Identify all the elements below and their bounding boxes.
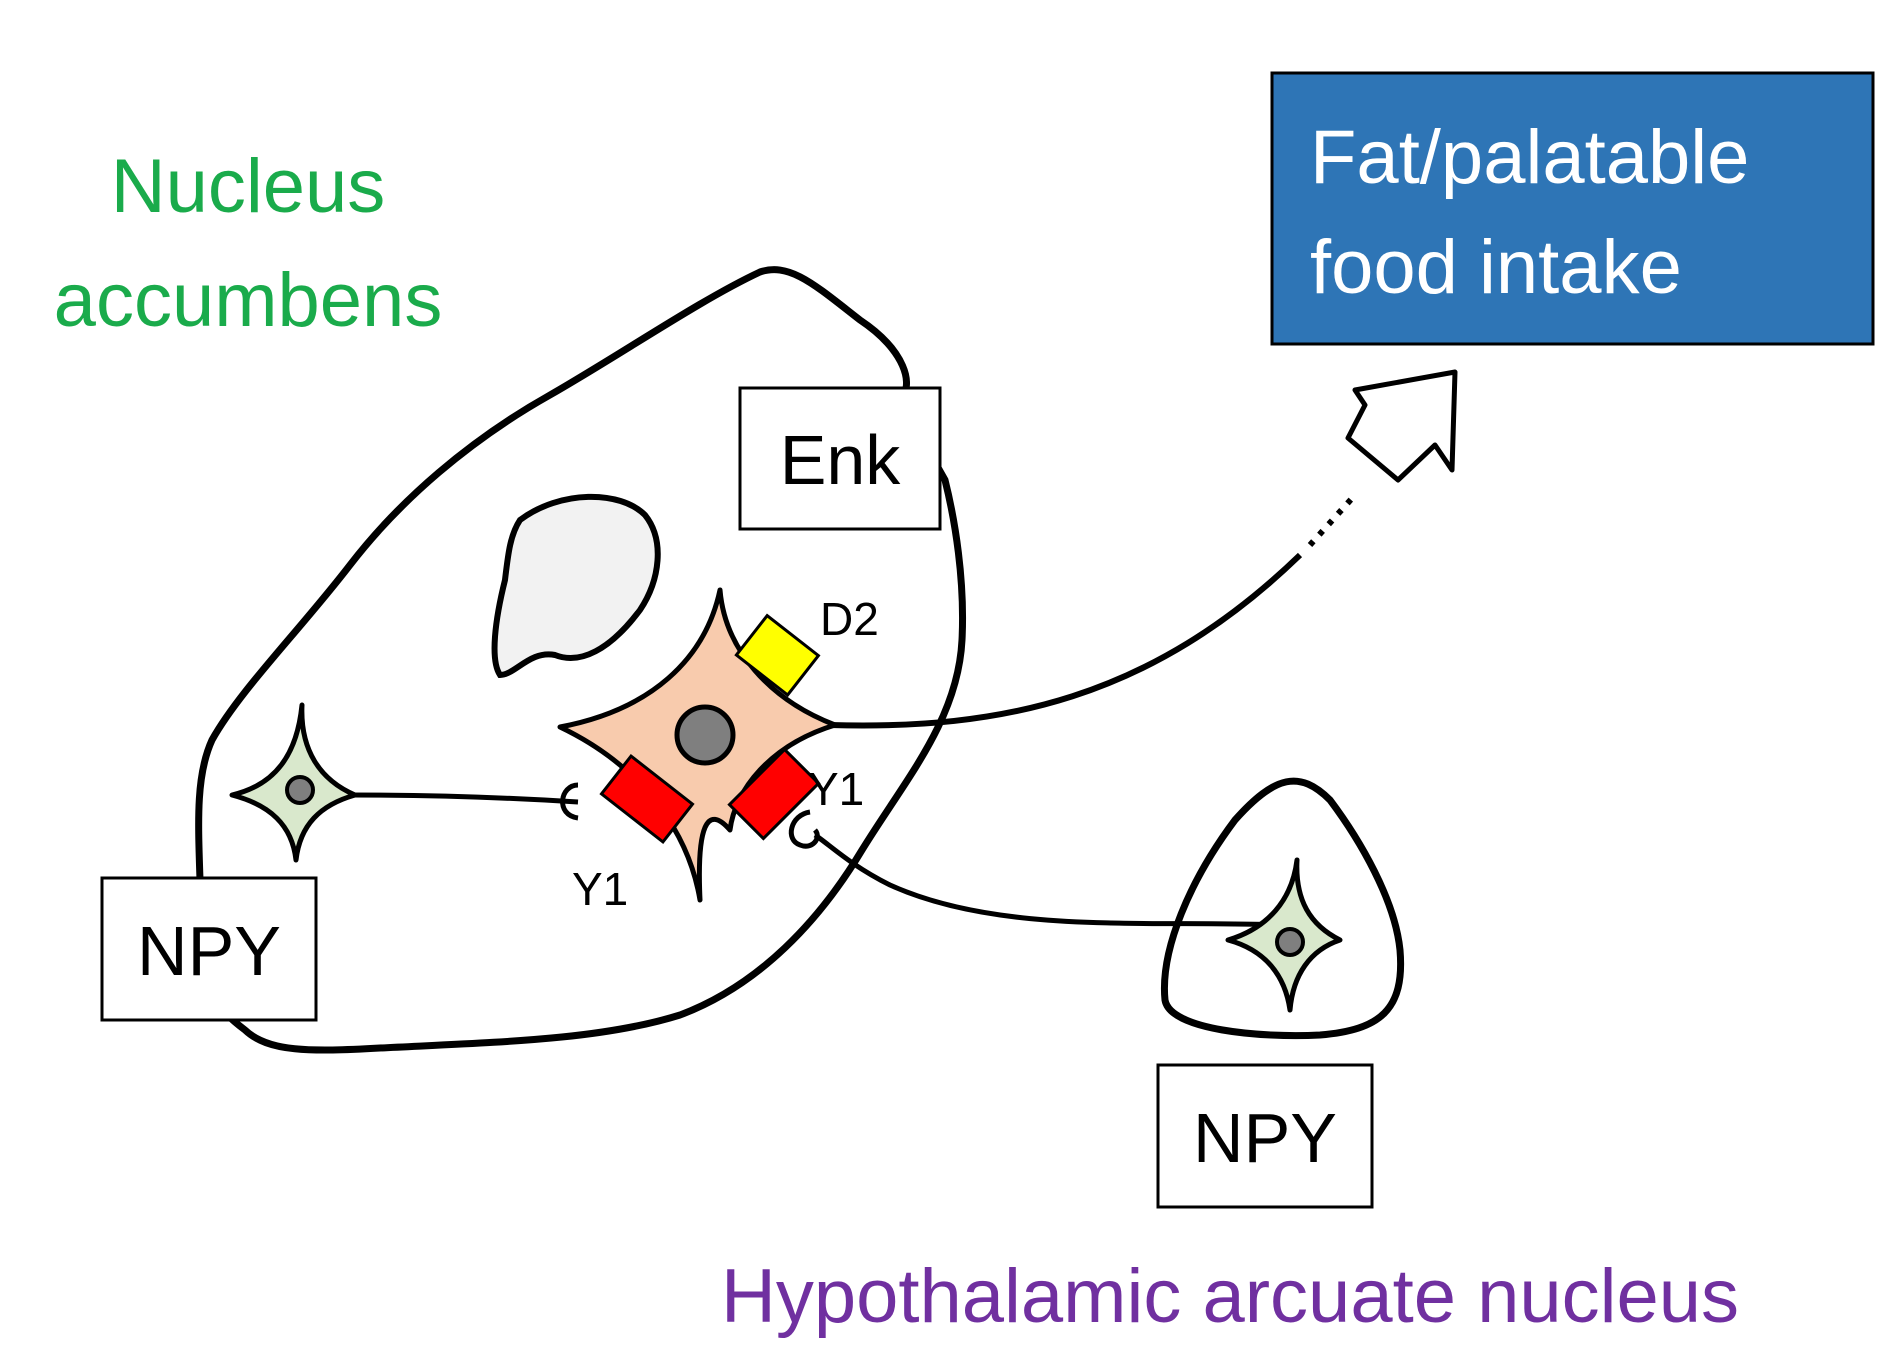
arrow-up-right-icon [1345,369,1458,483]
enk-label: Enk [780,421,902,499]
nucleus-accumbens-outline [195,266,967,1054]
npy-arc-nucleus [1275,927,1305,957]
local-synapse-terminal [560,782,579,821]
enk-neuron-nucleus [674,704,736,766]
y1-right-label: Y1 [808,763,864,815]
y1-left-label: Y1 [572,863,628,915]
food-intake-box: Fat/palatable food intake [1270,71,1875,346]
arc-npy-axon [813,832,1281,928]
enk-box: Enk [738,386,942,531]
d2-label: D2 [820,593,879,645]
npy-arc-label: NPY [1193,1099,1337,1177]
nac-label-line1: Nucleus [111,144,386,229]
npy-local-box: NPY [100,876,318,1022]
local-npy-axon [349,792,579,805]
d2-receptor [734,613,821,698]
nac-label-line2: accumbens [54,258,443,343]
arcuate-nucleus-outline [1160,777,1405,1040]
vesicle-shape [491,493,661,679]
npy-local-label: NPY [137,912,281,990]
enk-projection-axon [829,552,1303,729]
nucleus-accumbens-label: Nucleus accumbens [54,144,443,343]
arcuate-nucleus-label: Hypothalamic arcuate nucleus [721,1254,1739,1339]
y1-receptor-right [727,747,821,841]
y1-receptor-left [599,753,695,845]
arc-synapse-terminal [788,809,820,849]
food-label-line1: Fat/palatable [1310,115,1749,200]
food-label-line2: food intake [1310,225,1682,310]
npy-arc-box: NPY [1156,1063,1374,1209]
projection-dotted-tail [1307,492,1358,548]
npy-local-nucleus [285,775,315,805]
